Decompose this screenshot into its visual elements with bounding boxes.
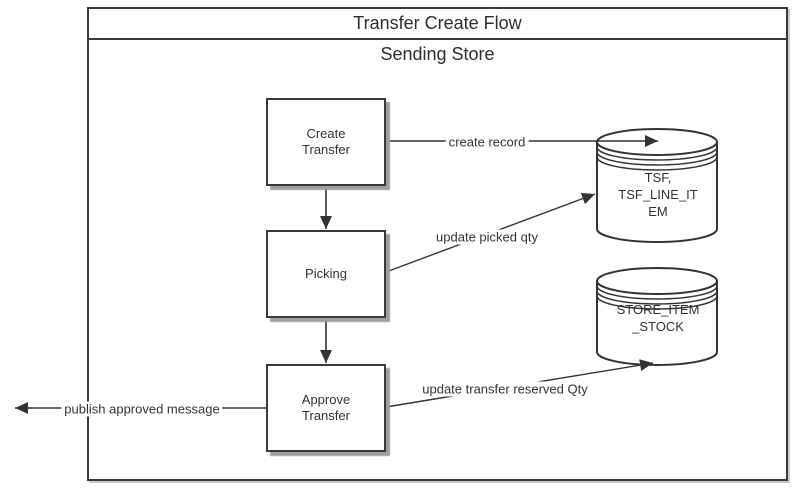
edge-label-create-record: create record xyxy=(445,134,529,150)
process-node-create-transfer: Create Transfer xyxy=(266,98,386,186)
process-node-approve-transfer: Approve Transfer xyxy=(266,364,386,452)
datastore-tsf-label: TSF, TSF_LINE_IT EM xyxy=(618,170,698,219)
lane-title: Sending Store xyxy=(380,44,495,64)
process-node-label: Picking xyxy=(305,266,347,281)
edge-label-update-transfer-reserved-qty: update transfer reserved Qty xyxy=(419,381,591,397)
diagram-title: Transfer Create Flow xyxy=(89,9,786,40)
datastore-store-item-stock-icon xyxy=(596,267,718,366)
process-node-picking: Picking xyxy=(266,230,386,318)
datastore-tsf-icon xyxy=(596,128,718,243)
process-node-label: Create Transfer xyxy=(302,126,350,157)
edge-label-update-picked-qty: update picked qty xyxy=(433,229,541,245)
edge-label-publish-approved-message: publish approved message xyxy=(61,401,223,417)
process-node-label: Approve Transfer xyxy=(301,392,351,423)
datastore-store-item-stock-label: STORE_ITEM _STOCK xyxy=(616,302,700,334)
